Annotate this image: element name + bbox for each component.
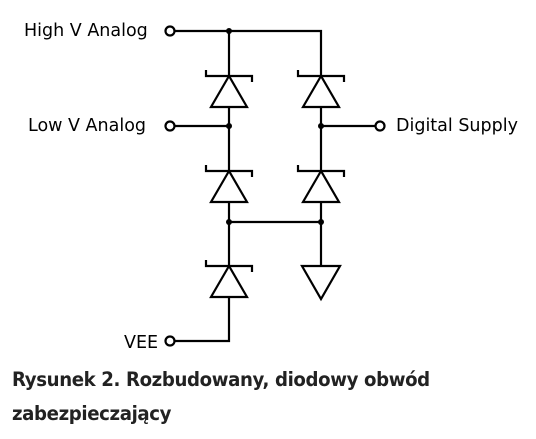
- zener-diode-right-2: [296, 155, 346, 204]
- label-high-v-analog: High V Analog: [24, 21, 148, 41]
- junction-dot: [318, 123, 324, 129]
- terminal-low-v-analog: [164, 120, 176, 132]
- figure-caption: Rysunek 2. Rozbudowany, diodowy obwód za…: [12, 363, 491, 431]
- terminal-high-v-analog: [164, 25, 176, 37]
- zener-diode-left-3: [204, 250, 254, 299]
- caption-line-1: Rysunek 2. Rozbudowany, diodowy obwód: [12, 368, 430, 391]
- zener-diode-right-1: [296, 60, 346, 109]
- wires: [174, 29, 376, 343]
- label-vee: VEE: [124, 333, 158, 353]
- terminal-digital-supply: [374, 120, 386, 132]
- label-digital-supply: Digital Supply: [396, 116, 518, 136]
- junction-dot: [226, 219, 232, 225]
- terminal-vee: [164, 335, 176, 347]
- caption-line-2: zabezpieczający: [12, 402, 172, 425]
- zener-diode-left-2: [204, 155, 254, 204]
- label-low-v-analog: Low V Analog: [28, 116, 146, 136]
- ground-icon: [300, 264, 342, 302]
- zener-diode-left-1: [204, 60, 254, 109]
- junction-dot: [226, 28, 232, 34]
- junction-dot: [226, 123, 232, 129]
- protection-circuit-diagram: High V Analog Low V Analog Digital Suppl…: [24, 21, 518, 353]
- junction-dot: [318, 219, 324, 225]
